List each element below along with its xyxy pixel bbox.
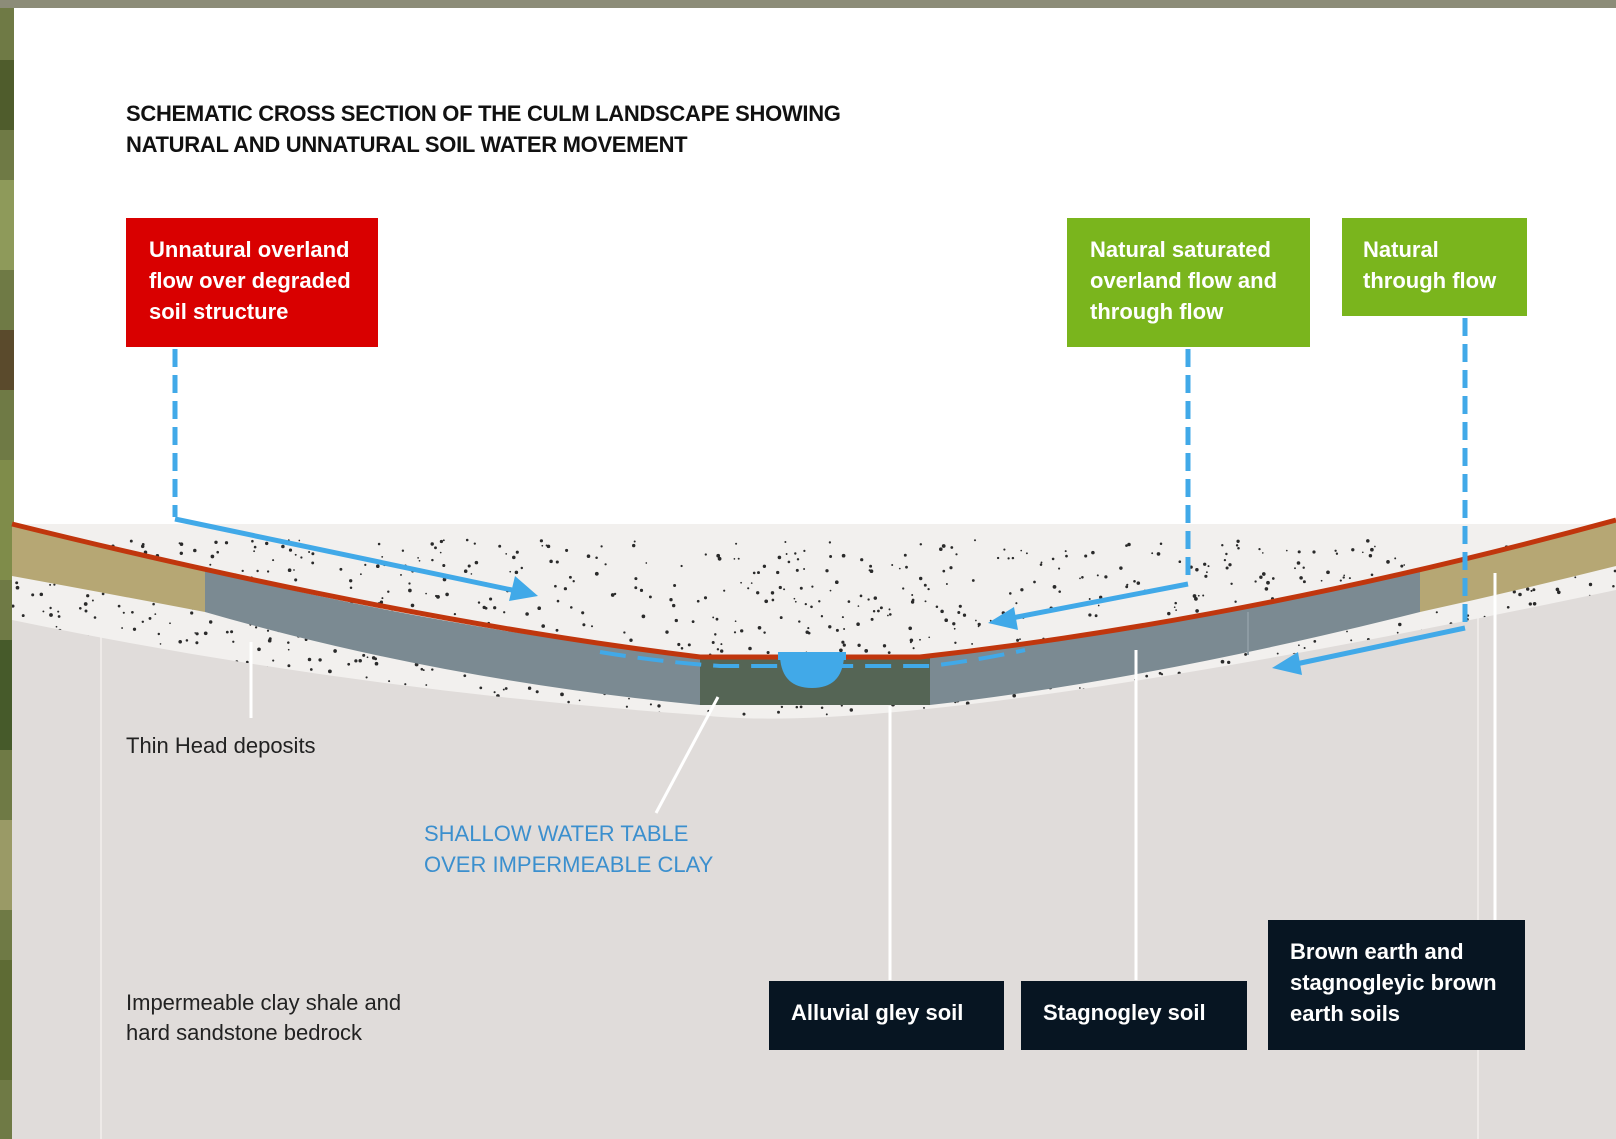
unnatural-flow-arrow (172, 349, 538, 601)
bedrock-label: Impermeable clay shale and hard sandston… (126, 990, 402, 1045)
stagnogley-callout: Stagnogley soil (1021, 981, 1247, 1050)
natural-through-flow-callout: Natural through flow (1342, 218, 1527, 316)
water-table-line (599, 648, 1026, 668)
water-table-leader (654, 696, 720, 814)
alluvial-gley-callout: Alluvial gley soil (769, 981, 1004, 1050)
natural-saturated-flow-arrow (988, 349, 1191, 630)
brown-earth-right (1420, 520, 1616, 612)
natural-through-flow-arrow (1272, 318, 1468, 675)
natural-saturated-callout: Natural saturated overland flow and thro… (1067, 218, 1310, 347)
thin-head-label: Thin Head deposits (126, 733, 316, 758)
water-table-label: SHALLOW WATER TABLE OVER IMPERMEABLE CLA… (424, 821, 714, 877)
stagnogley-right (930, 568, 1420, 705)
stream-water (780, 657, 844, 688)
head-deposits-layer (12, 524, 1616, 719)
stream-surface (778, 652, 846, 660)
stagnogley-left (205, 570, 700, 705)
brown-earth-callout: Brown earth and stagnogleyic brown earth… (1268, 920, 1525, 1050)
page-title: SCHEMATIC CROSS SECTION OF THE CULM LAND… (126, 101, 841, 157)
aerial-photo-strip (0, 0, 14, 1139)
unnatural-flow-callout: Unnatural overland flow over degraded so… (126, 218, 378, 347)
top-border (0, 0, 1616, 8)
brown-earth-left (12, 524, 205, 612)
